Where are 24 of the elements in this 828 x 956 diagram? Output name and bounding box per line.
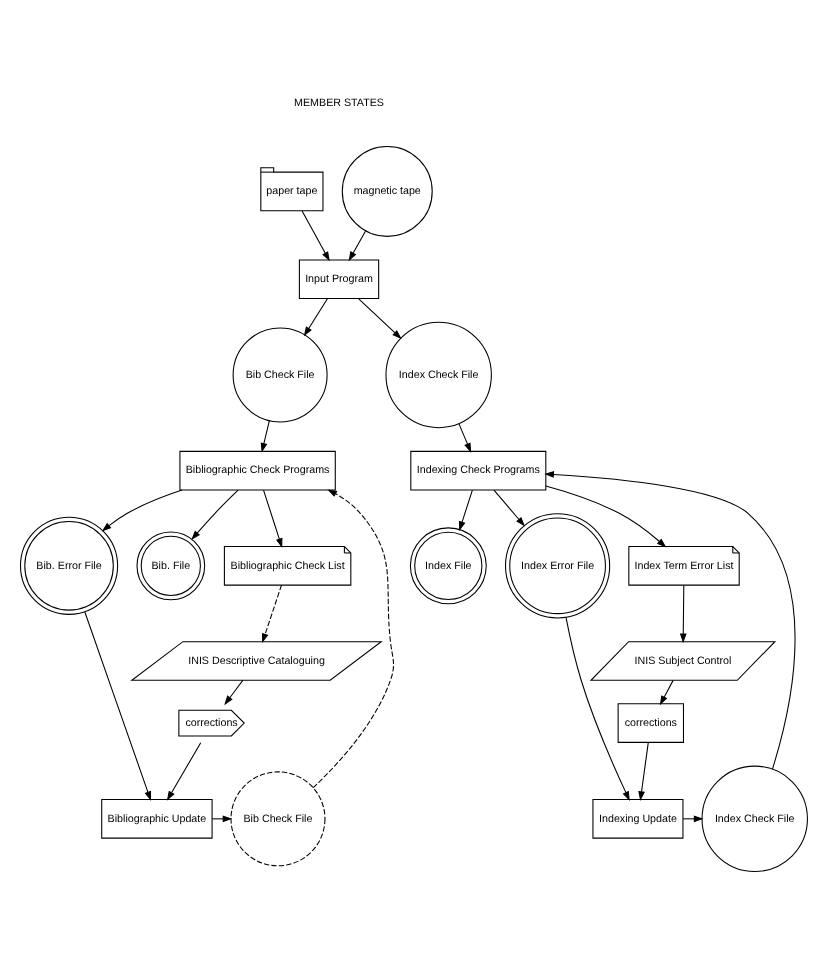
arrow (458, 423, 472, 453)
arrow (638, 742, 649, 801)
arrow (191, 489, 239, 541)
arrow (544, 471, 796, 770)
arrow (493, 489, 525, 527)
arrow (312, 489, 395, 789)
arrow (260, 420, 270, 453)
arrow (348, 230, 366, 262)
arrow (659, 679, 674, 706)
arrow (358, 298, 402, 340)
arrow (545, 485, 667, 548)
arrow (565, 617, 630, 801)
arrow (301, 210, 330, 262)
arrow (166, 742, 202, 801)
arrow (211, 815, 233, 823)
arrow (458, 489, 473, 531)
arrow (682, 815, 704, 823)
arrow (224, 679, 244, 706)
arrow (303, 298, 328, 337)
arrow (679, 584, 687, 644)
arrow (84, 611, 152, 801)
arrow (263, 489, 283, 548)
arrow (262, 584, 282, 644)
arrow (101, 489, 183, 532)
